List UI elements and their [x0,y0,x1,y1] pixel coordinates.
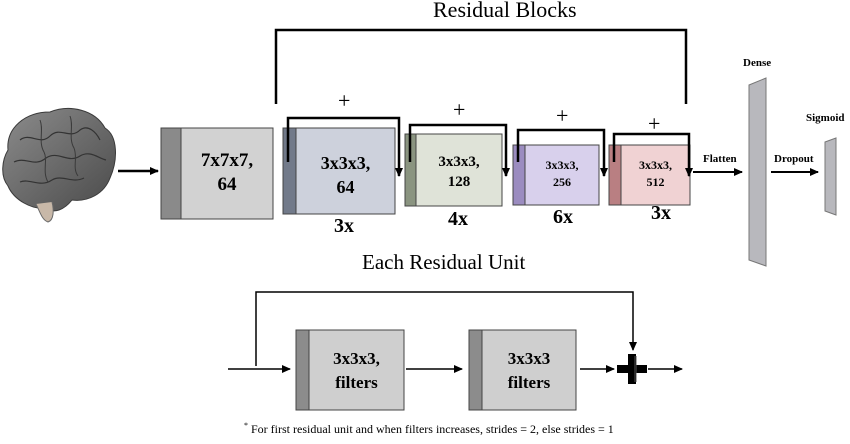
stem-conv-label: 7x7x7, 64 [181,149,273,197]
footnote: * For first residual unit and when filte… [244,421,614,437]
block-256-label: 3x3x3, 256 [525,157,599,191]
footnote-text: For first residual unit and when filters… [248,422,614,436]
footnote-marker: * [244,421,248,430]
block-64-line1: 3x3x3, [320,153,371,173]
block-512-multiplier: 3x [651,202,671,224]
block-512-line2: 512 [646,175,665,189]
block-128-line2: 128 [447,174,471,190]
block-256-skip [516,128,608,177]
block-128-skip [408,123,510,177]
dense-label: Dense [743,57,772,69]
residual-blocks-bracket [274,28,688,104]
block-64-label: 3x3x3, 64 [296,151,395,199]
block-256-multiplier: 6x [553,206,573,228]
block-64-multiplier: 3x [334,215,354,237]
block-128-label: 3x3x3, 128 [416,152,502,192]
block-128-box [404,133,503,207]
unit-box-2-line2: filters [507,373,551,392]
unit-box-1-label: 3x3x3, filters [309,347,404,395]
block-64-skip [286,116,403,177]
block-512-line1: 3x3x3, [639,158,672,172]
block-512-skip [612,132,693,177]
dropout-label: Dropout [774,153,814,165]
flatten-label: Flatten [703,153,737,165]
block-512-plus: + [648,111,661,136]
block-64-plus: + [338,88,351,113]
unit-box-2-label: 3x3x3 filters [482,347,576,395]
stem-line1: 7x7x7, [200,150,254,171]
brain-icon [2,108,116,223]
block-128-multiplier: 4x [448,208,468,230]
plus-icon [617,354,647,384]
stem-line2: 64 [217,174,237,195]
unit-skip-connection [255,291,637,366]
sigmoid-layer-bar [824,137,837,216]
block-128-line1: 3x3x3, [438,154,480,170]
block-64-line2: 64 [336,177,355,197]
unit-conv-box-1 [295,329,405,411]
dense-layer-bar [748,77,767,267]
unit-box-2-line1: 3x3x3 [507,349,551,368]
block-256-box [512,144,600,206]
unit-conv-box-2 [468,329,577,411]
sigmoid-label: Sigmoid [806,112,845,124]
block-512-box [608,144,691,206]
block-128-plus: + [453,97,466,122]
each-residual-unit-title: Each Residual Unit [362,250,526,274]
block-256-line1: 3x3x3, [545,158,579,172]
block-256-line2: 256 [553,175,571,189]
unit-box-1-line2: filters [335,373,378,392]
residual-blocks-title: Residual Blocks [433,0,577,22]
stem-conv-box [160,127,274,220]
block-64-box [282,127,396,215]
block-256-plus: + [556,103,569,128]
block-512-label: 3x3x3, 512 [621,157,690,191]
unit-box-1-line1: 3x3x3, [333,349,380,368]
